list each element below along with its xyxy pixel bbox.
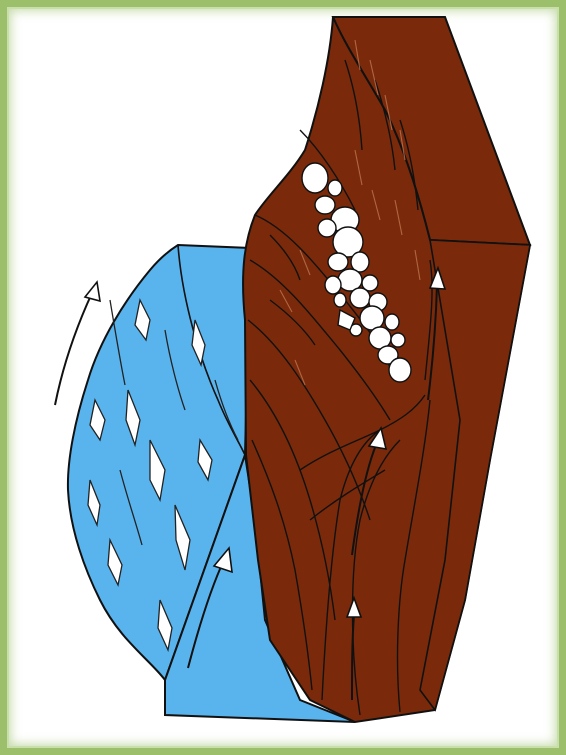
brown-block (243, 17, 530, 722)
